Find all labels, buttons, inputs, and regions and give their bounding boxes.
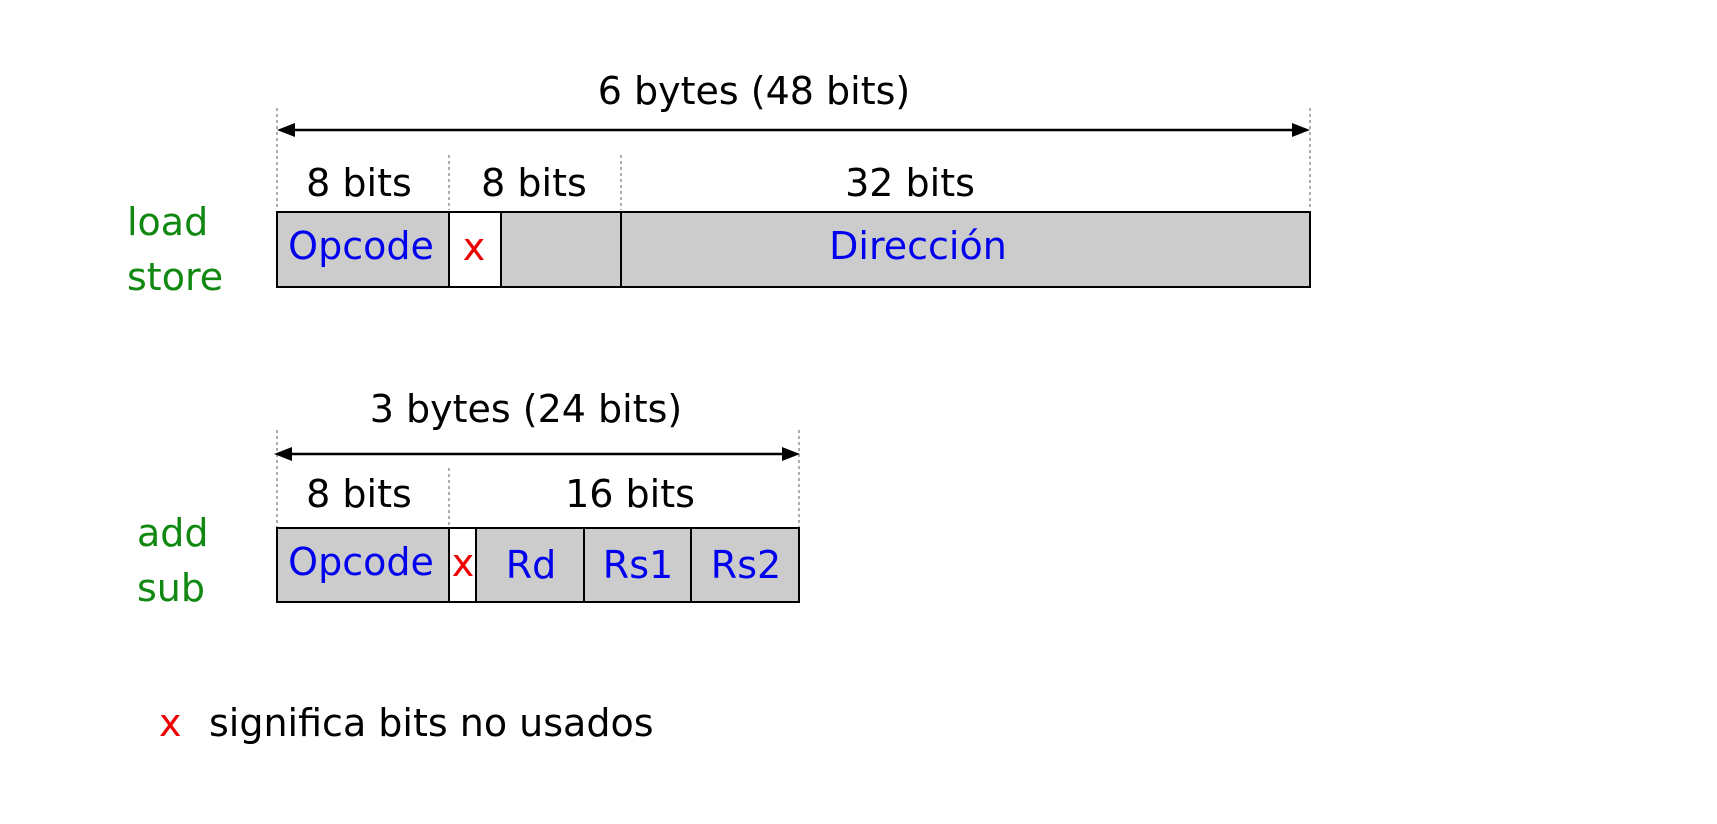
unused-field (448, 527, 477, 603)
rs2-field-label: Rs2 (711, 543, 781, 587)
rd-field (475, 527, 585, 603)
arrow-left-icon (277, 123, 295, 137)
field-width-label: 8 bits (306, 472, 412, 516)
add-sub-format: 3 bytes (24 bits) 8 bits 16 bits add sub… (137, 387, 800, 610)
arrow-right-icon (1292, 123, 1310, 137)
field-width-label: 32 bits (845, 161, 975, 205)
instruction-name-store: store (127, 255, 223, 299)
rd-field-label: Rd (506, 543, 557, 587)
rs1-field (583, 527, 692, 603)
opcode-field-label: Opcode (288, 540, 434, 584)
load-store-format: 6 bytes (48 bits) 8 bits 8 bits 32 bits … (127, 69, 1311, 299)
total-width-label: 6 bytes (48 bits) (598, 69, 910, 113)
field-width-label: 16 bits (565, 472, 695, 516)
unused-padding-field (500, 211, 622, 288)
arrow-right-icon (782, 447, 800, 461)
rs2-field (690, 527, 800, 603)
total-width-label: 3 bytes (24 bits) (370, 387, 682, 431)
instruction-name-sub: sub (137, 566, 205, 610)
unused-field-label: x (463, 225, 486, 269)
opcode-field (276, 527, 450, 603)
legend: x significa bits no usados (159, 701, 654, 745)
instruction-name-add: add (137, 511, 209, 555)
opcode-field (276, 211, 450, 288)
field-width-label: 8 bits (306, 161, 412, 205)
field-width-label: 8 bits (481, 161, 587, 205)
rs1-field-label: Rs1 (603, 543, 673, 587)
legend-text: significa bits no usados (209, 701, 654, 745)
address-field (620, 211, 1311, 288)
address-field-label: Dirección (829, 224, 1007, 268)
arrow-left-icon (274, 447, 292, 461)
unused-field-label: x (452, 541, 475, 585)
opcode-field-label: Opcode (288, 224, 434, 268)
instruction-name-load: load (127, 200, 208, 244)
legend-symbol: x (159, 701, 182, 745)
